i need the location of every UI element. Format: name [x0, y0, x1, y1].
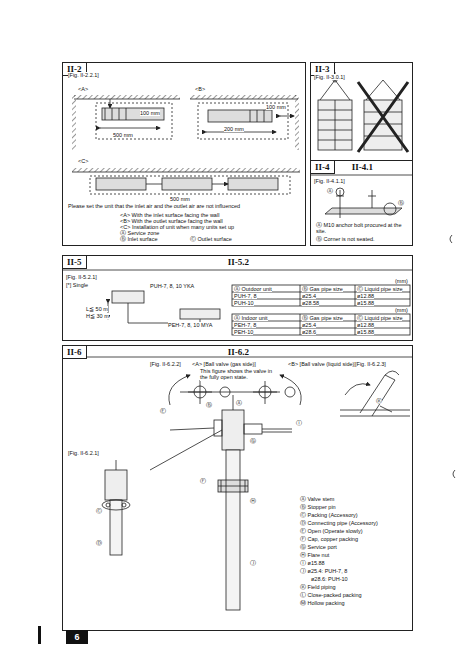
figure-label: PUH-7, 8, 10 YKA — [150, 283, 194, 289]
figure-label: ø28.6 — [302, 329, 316, 335]
callout-letter: Ⓙ — [250, 560, 256, 566]
section-heading: II-6 — [62, 345, 87, 359]
figure-label: [*] Single — [66, 282, 88, 288]
figure-label: [Fig. II-6.2.1] — [68, 450, 99, 456]
figure-label: [Fig. II-2.2.1] — [68, 72, 99, 78]
figure-label: Ⓑ Stopper pin — [300, 504, 336, 510]
figure-label: [Fig. II-3.0.1] — [314, 74, 345, 80]
figure-label: PEH-7, 8 — [234, 322, 256, 328]
figure-label: (mm) — [395, 278, 408, 284]
figure-label: <C> — [78, 158, 88, 164]
figure-label: H≦ 30 m — [86, 313, 109, 319]
figure-label: <B> [Ball valve (liquid side)] — [288, 361, 356, 367]
figure-label: PUH-7, 8 — [234, 293, 257, 299]
figure-label: Ⓑ Gas pipe size — [302, 286, 343, 292]
figure-label: Ⓑ Gas pipe size — [302, 315, 343, 321]
figure-label: PEH-10 — [234, 329, 253, 335]
figure-label: Ⓒ Packing (Accessory) — [300, 512, 358, 518]
callout-letter: Ⓕ — [200, 478, 206, 484]
callout-letter: Ⓘ — [296, 420, 302, 426]
figure-label: <B> — [195, 86, 205, 92]
callout-letter: Ⓑ — [206, 402, 212, 408]
callout-letter: Ⓐ — [327, 188, 333, 194]
figure-label: [Fig. II-5.2.1] — [66, 274, 97, 280]
callout-letter: Ⓚ — [376, 398, 382, 404]
section-heading: II-5 — [62, 255, 87, 269]
figure-label: Ⓑ Corner is not seated. — [316, 236, 375, 242]
figure-label: Ⓜ Hollow packing — [300, 600, 345, 606]
figure-label: Please set the unit that the inlet air a… — [68, 203, 300, 209]
figure-label: ø12.88 — [357, 293, 374, 299]
figure-label: ø12.88 — [357, 322, 374, 328]
figure-label: <A> [Ball valve (gas side)] — [192, 361, 256, 367]
figure-label: Ⓕ Cap, copper packing — [300, 536, 358, 542]
figure-label: ø28.58 — [302, 300, 319, 306]
figure-label: 500 mm — [113, 132, 133, 138]
figure-label: <A> — [78, 86, 88, 92]
callout-letter: Ⓒ — [96, 508, 102, 514]
figure-label: ø25.4 — [302, 322, 316, 328]
figure-label: 500 mm — [170, 196, 190, 202]
callout-letter: Ⓖ — [250, 438, 256, 444]
figure-label: Ⓚ Field piping — [300, 584, 336, 590]
figure-label: Ⓔ Open (Operate slowly) — [300, 528, 363, 534]
figure-label: Ⓖ Service port — [300, 544, 337, 550]
page-number-box: 6 — [66, 630, 88, 644]
figure-label: ø15.88 — [357, 300, 374, 306]
figure-label: 200 mm — [224, 126, 244, 132]
section-heading: II-4 — [310, 160, 335, 174]
figure-label: Ⓐ M10 anchor bolt procured at the site. — [316, 222, 410, 235]
figure-label: ø28.6: PUH-10 — [311, 576, 348, 582]
page-number: 6 — [74, 632, 79, 642]
callout-letter: Ⓐ — [236, 400, 242, 406]
subsection-heading: II-4.1 — [352, 162, 373, 172]
figure-label: Ⓐ Valve stem — [300, 496, 334, 502]
figure-label: Ⓒ Liquid pipe size — [357, 286, 402, 292]
figure-label: PUH-10 — [234, 300, 254, 306]
subsection-heading: II-5.2 — [228, 257, 249, 267]
figure-label: [Fig. II-4.1.1] — [314, 178, 345, 184]
figure-label: ø15.88 — [357, 329, 374, 335]
figure-label: Ⓑ Inlet surface — [120, 236, 158, 242]
callout-letter: Ⓗ — [250, 498, 256, 504]
figure-label: L≦ 50 m — [86, 306, 108, 312]
figure-label: 100 mm — [266, 104, 286, 110]
callout-letter: Ⓓ — [96, 540, 102, 546]
subsection-heading: II-6.2 — [228, 347, 249, 357]
callout-letter: Ⓔ — [160, 408, 166, 414]
figure-label: PEH-7, 8, 10 MYA — [168, 322, 213, 328]
figure-label: Ⓙ ø25.4: PUH-7, 8 — [300, 568, 347, 574]
callout-letter: Ⓑ — [398, 200, 404, 206]
figure-label: Ⓐ Indoor unit — [234, 315, 268, 321]
figure-label: Ⓒ Liquid pipe size — [357, 315, 402, 321]
figure-label: Ⓒ Outlet surface — [190, 236, 232, 242]
figure-label: ø25.4 — [302, 293, 316, 299]
figure-label: Ⓓ Connecting pipe (Accessory) — [300, 520, 378, 526]
figure-panel: II-6 II-6.2 — [62, 345, 413, 631]
figure-label: [Fig. II-6.2.3] — [355, 361, 386, 367]
figure-label: This figure shows the valve in the fully… — [200, 368, 278, 381]
figure-label: (mm) — [395, 307, 408, 313]
figure-label: Ⓘ ø15.88 — [300, 560, 325, 566]
figure-label: Ⓛ Close-packed packing — [300, 592, 362, 598]
figure-label: [Fig. II-6.2.2] — [150, 361, 181, 367]
figure-label: Ⓗ Flare nut — [300, 552, 329, 558]
figure-label: 100 mm — [140, 110, 160, 116]
figure-label: Ⓐ Outdoor unit — [234, 286, 272, 292]
